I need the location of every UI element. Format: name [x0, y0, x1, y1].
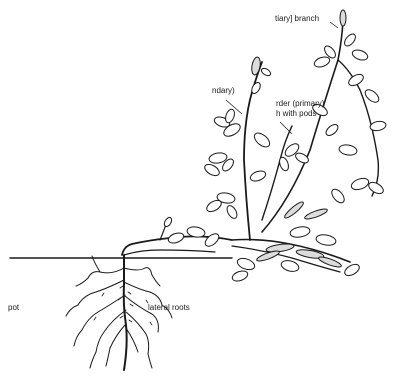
upper-branch-label: tiary] branch	[275, 14, 319, 23]
secondary-branch-label: ndary)	[212, 86, 235, 95]
primary-branch-label-line1: rder (primary)	[276, 99, 324, 108]
lateral-root-group	[66, 256, 172, 368]
primary-branch-label-line2: h with pods	[276, 109, 316, 118]
taproot-label: pot	[8, 303, 19, 312]
lateral-roots-label: lateral roots	[148, 303, 190, 312]
